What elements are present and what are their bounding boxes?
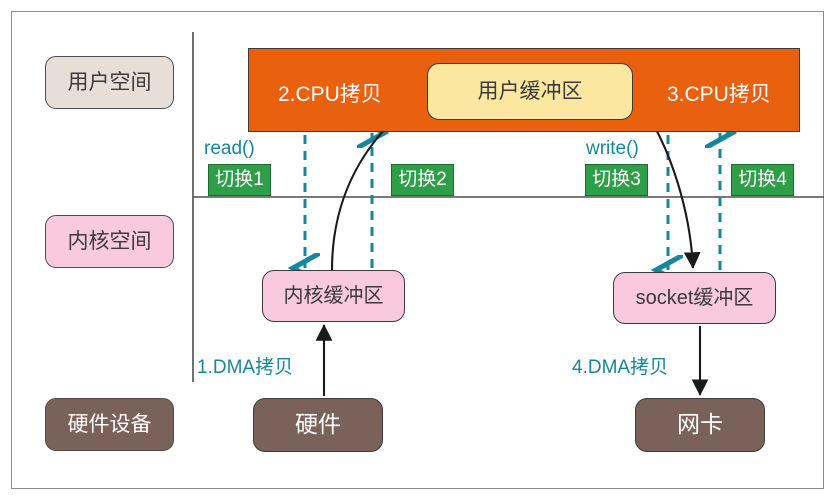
socket-buffer-node: socket缓冲区 [613,272,776,324]
hardware-nic-node: 网卡 [635,398,765,452]
context-switch-2-box: 切换2 [391,164,454,196]
kernel-buffer-node: 内核缓冲区 [262,270,405,322]
user-buffer-node: 用户缓冲区 [427,63,633,120]
dma-copy-1-label: 1.DMA拷贝 [197,357,294,378]
context-switch-3-box: 切换3 [585,164,648,196]
context-switch-1-box: 切换1 [208,164,271,196]
context-switch-4-box: 切换4 [731,164,794,196]
dma-copy-4-label: 4.DMA拷贝 [572,357,669,378]
legend-user-space: 用户空间 [45,56,174,109]
cpu-copy-3-label: 3.CPU拷贝 [667,83,771,106]
legend-hardware-device: 硬件设备 [45,398,174,451]
legend-kernel-space: 内核空间 [45,215,174,268]
read-syscall-label: read() [204,138,255,159]
hardware-disk-node: 硬件 [253,398,383,452]
cpu-copy-2-label: 2.CPU拷贝 [278,83,382,106]
write-syscall-label: write() [586,138,639,159]
